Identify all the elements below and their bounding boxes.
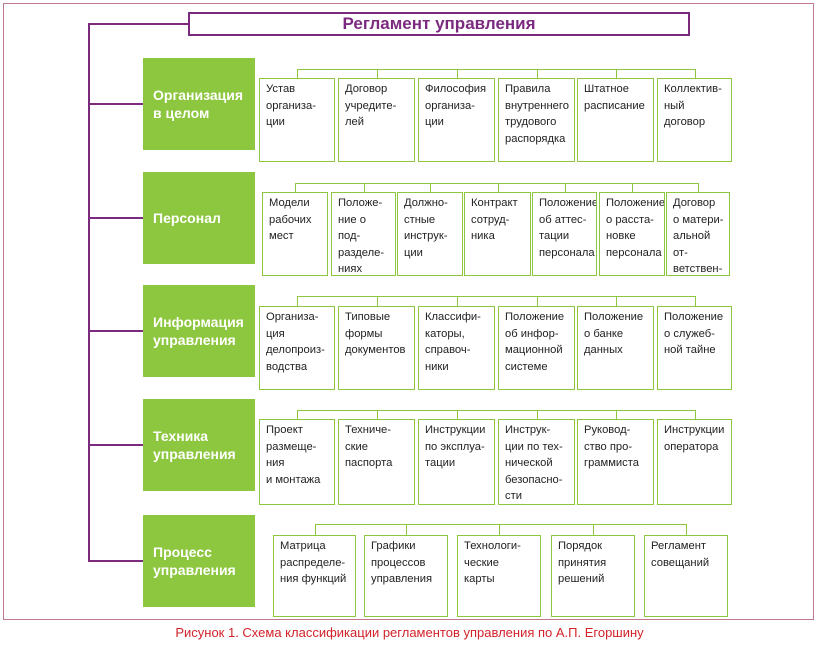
document-box: Положение об инфор- мационной системе — [498, 306, 575, 390]
connector-drop — [537, 296, 538, 306]
connector-drop — [593, 524, 594, 535]
document-box: Проект размеще- ния и монтажа — [259, 419, 335, 505]
connector-drop — [377, 296, 378, 306]
document-box: Типовые формы документов — [338, 306, 415, 390]
document-box: Философия организа- ции — [418, 78, 495, 162]
document-box: Контракт сотруд- ника — [464, 192, 531, 276]
category-label: Персонал — [153, 210, 221, 226]
connector-horizontal — [315, 524, 687, 525]
category-label: Процесс управления — [153, 544, 236, 578]
category-label: Организация в целом — [153, 87, 244, 121]
document-box: Графики процессов управления — [364, 535, 448, 617]
connector-drop — [377, 69, 378, 78]
trunk-branch-line — [88, 217, 144, 219]
connector-drop — [616, 69, 617, 78]
trunk-vertical-line — [88, 23, 90, 561]
connector-drop — [297, 69, 298, 78]
trunk-top-connector — [89, 23, 189, 25]
category-box: Персонал — [143, 172, 255, 264]
document-box: Классифи- каторы, справоч- ники — [418, 306, 495, 390]
connector-drop — [295, 183, 296, 192]
document-box: Технологи- ческие карты — [457, 535, 541, 617]
document-box: Коллектив- ный договор — [657, 78, 732, 162]
document-box: Матрица распределе- ния функций — [273, 535, 356, 617]
category-box: Организация в целом — [143, 58, 255, 150]
connector-drop — [537, 410, 538, 419]
document-box: Договор учредите- лей — [338, 78, 415, 162]
connector-drop — [406, 524, 407, 535]
category-label: Информация управления — [153, 314, 244, 348]
document-box: Порядок принятия решений — [551, 535, 635, 617]
document-box: Правила внутреннего трудового распорядка — [498, 78, 575, 162]
document-box: Модели рабочих мест — [262, 192, 328, 276]
document-box: Положение о служеб- ной тайне — [657, 306, 732, 390]
connector-drop — [695, 296, 696, 306]
document-box: Инструкции по эксплуа- тации — [418, 419, 495, 505]
connector-drop — [616, 410, 617, 419]
document-box: Положе- ние о под- разделе- ниях — [331, 192, 396, 276]
connector-drop — [616, 296, 617, 306]
connector-drop — [457, 410, 458, 419]
connector-drop — [537, 69, 538, 78]
connector-drop — [457, 69, 458, 78]
document-box: Техниче- ские паспорта — [338, 419, 415, 505]
connector-horizontal — [297, 410, 696, 411]
figure-caption: Рисунок 1. Схема классификации регламент… — [175, 625, 644, 640]
connector-drop — [457, 296, 458, 306]
diagram-title: Регламент управления — [188, 12, 690, 36]
connector-drop — [698, 183, 699, 192]
document-box: Организа- ция делопроиз- водства — [259, 306, 335, 390]
connector-drop — [632, 183, 633, 192]
connector-horizontal — [295, 183, 699, 184]
figure-frame — [3, 3, 814, 620]
connector-drop — [297, 410, 298, 419]
connector-drop — [686, 524, 687, 535]
trunk-branch-line — [88, 444, 144, 446]
document-box: Положение о расста- новке персонала — [599, 192, 665, 276]
connector-horizontal — [297, 296, 696, 297]
connector-drop — [695, 410, 696, 419]
document-box: Штатное расписание — [577, 78, 654, 162]
document-box: Устав организа- ции — [259, 78, 335, 162]
document-box: Договор о матери- альной от- ветствен- н… — [666, 192, 730, 276]
connector-drop — [499, 524, 500, 535]
document-box: Положение об аттес- тации персонала — [532, 192, 597, 276]
document-box: Инструк- ции по тех- нической безопасно-… — [498, 419, 575, 505]
connector-drop — [377, 410, 378, 419]
trunk-branch-line — [88, 560, 144, 562]
connector-drop — [315, 524, 316, 535]
trunk-branch-line — [88, 330, 144, 332]
category-label: Техника управления — [153, 428, 236, 462]
connector-drop — [695, 69, 696, 78]
connector-drop — [364, 183, 365, 192]
document-box: Положение о банке данных — [577, 306, 654, 390]
category-box: Процесс управления — [143, 515, 255, 607]
document-box: Инструкции оператора — [657, 419, 732, 505]
connector-horizontal — [297, 69, 696, 70]
connector-drop — [565, 183, 566, 192]
document-box: Регламент совещаний — [644, 535, 728, 617]
connector-drop — [430, 183, 431, 192]
document-box: Должно- стные инструк- ции — [397, 192, 463, 276]
category-box: Информация управления — [143, 285, 255, 377]
connector-drop — [498, 183, 499, 192]
connector-drop — [297, 296, 298, 306]
category-box: Техника управления — [143, 399, 255, 491]
document-box: Руковод- ство про- граммиста — [577, 419, 654, 505]
trunk-branch-line — [88, 103, 144, 105]
